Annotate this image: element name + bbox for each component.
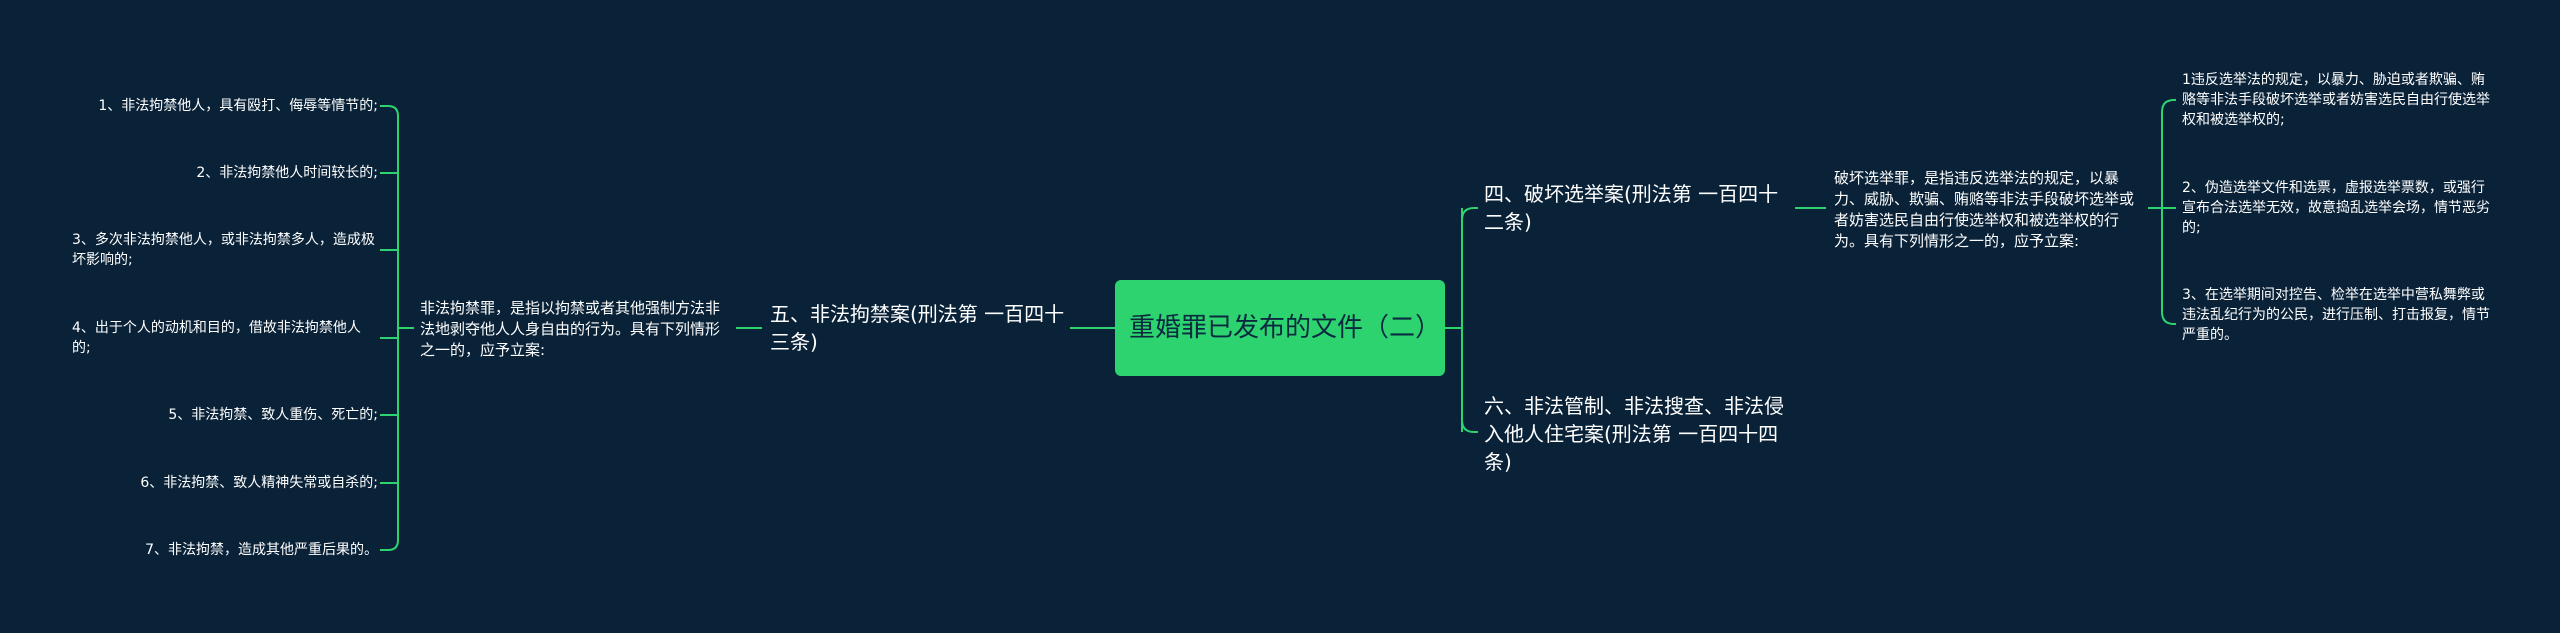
desc-election-sabotage[interactable]: 破坏选举罪，是指违反选举法的规定，以暴力、威胁、欺骗、贿赂等非法手段破坏选举或者… — [1834, 168, 2140, 252]
leaf-detention-4[interactable]: 4、出于个人的动机和目的，借故非法拘禁他人的; — [72, 318, 378, 358]
right-bracket-leaf-3 — [2161, 311, 2176, 325]
leaf-detention-3[interactable]: 3、多次非法拘禁他人，或非法拘禁多人，造成极坏影响的; — [72, 230, 378, 270]
branch-illegal-detention-label: 五、非法拘禁案(刑法第 一百四十三条) — [770, 302, 1065, 354]
root-title: 重婚罪已发布的文件（二） — [1129, 313, 1442, 343]
leaf-detention-7-text: 7、非法拘禁，造成其他严重后果的。 — [145, 542, 378, 558]
desc-illegal-detention-text: 非法拘禁罪，是指以拘禁或者其他强制方法非法地剥夺他人人身自由的行为。具有下列情形… — [420, 299, 721, 359]
branch-illegal-search[interactable]: 六、非法管制、非法搜查、非法侵入他人住宅案(刑法第 一百四十四条) — [1484, 392, 1794, 476]
leaf-election-1-text: 1违反选举法的规定，以暴力、胁迫或者欺骗、贿赂等非法手段破坏选举或者妨害选民自由… — [2182, 72, 2490, 128]
leaf-detention-7[interactable]: 7、非法拘禁，造成其他严重后果的。 — [40, 540, 378, 560]
leaf-detention-3-text: 3、多次非法拘禁他人，或非法拘禁多人，造成极坏影响的; — [72, 232, 375, 268]
leaf-detention-4-text: 4、出于个人的动机和目的，借故非法拘禁他人的; — [72, 320, 361, 356]
right-to-branch2 — [1461, 419, 1478, 433]
branch-illegal-detention[interactable]: 五、非法拘禁案(刑法第 一百四十三条) — [770, 300, 1070, 356]
branch-election-sabotage[interactable]: 四、破坏选举案(刑法第 一百四十二条) — [1484, 180, 1784, 236]
branch-election-sabotage-label: 四、破坏选举案(刑法第 一百四十二条) — [1484, 182, 1779, 234]
left-bracket-leaf-1 — [380, 105, 399, 117]
leaf-detention-1[interactable]: 1、非法拘禁他人，具有殴打、侮辱等情节的; — [40, 96, 378, 116]
leaf-detention-6[interactable]: 6、非法拘禁、致人精神失常或自杀的; — [40, 473, 378, 493]
leaf-election-2[interactable]: 2、伪造选举文件和选票，虚报选举票数，或强行宣布合法选举无效，故意捣乱选举会场，… — [2182, 178, 2492, 238]
leaf-detention-6-text: 6、非法拘禁、致人精神失常或自杀的; — [140, 475, 378, 491]
left-bracket-leaf-7 — [380, 539, 399, 551]
leaf-detention-5-text: 5、非法拘禁、致人重伤、死亡的; — [168, 407, 378, 423]
leaf-election-1[interactable]: 1违反选举法的规定，以暴力、胁迫或者欺骗、贿赂等非法手段破坏选举或者妨害选民自由… — [2182, 70, 2492, 130]
desc-illegal-detention[interactable]: 非法拘禁罪，是指以拘禁或者其他强制方法非法地剥夺他人人身自由的行为。具有下列情形… — [420, 298, 730, 361]
leaf-election-3[interactable]: 3、在选举期间对控告、检举在选举中营私舞弊或违法乱纪行为的公民，进行压制、打击报… — [2182, 285, 2492, 345]
root-node[interactable]: 重婚罪已发布的文件（二） — [1115, 280, 1445, 376]
leaf-detention-2[interactable]: 2、非法拘禁他人时间较长的; — [40, 163, 378, 183]
desc-election-sabotage-text: 破坏选举罪，是指违反选举法的规定，以暴力、威胁、欺骗、贿赂等非法手段破坏选举或者… — [1834, 169, 2135, 250]
leaf-election-3-text: 3、在选举期间对控告、检举在选举中营私舞弊或违法乱纪行为的公民，进行压制、打击报… — [2182, 287, 2490, 343]
right-bracket-leaf-1 — [2161, 99, 2176, 113]
leaf-detention-5[interactable]: 5、非法拘禁、致人重伤、死亡的; — [40, 405, 378, 425]
leaf-election-2-text: 2、伪造选举文件和选票，虚报选举票数，或强行宣布合法选举无效，故意捣乱选举会场，… — [2182, 180, 2490, 236]
right-to-branch1 — [1461, 207, 1478, 221]
leaf-detention-1-text: 1、非法拘禁他人，具有殴打、侮辱等情节的; — [98, 98, 378, 114]
leaf-detention-2-text: 2、非法拘禁他人时间较长的; — [196, 165, 378, 181]
branch-illegal-search-label: 六、非法管制、非法搜查、非法侵入他人住宅案(刑法第 一百四十四条) — [1484, 394, 1784, 474]
